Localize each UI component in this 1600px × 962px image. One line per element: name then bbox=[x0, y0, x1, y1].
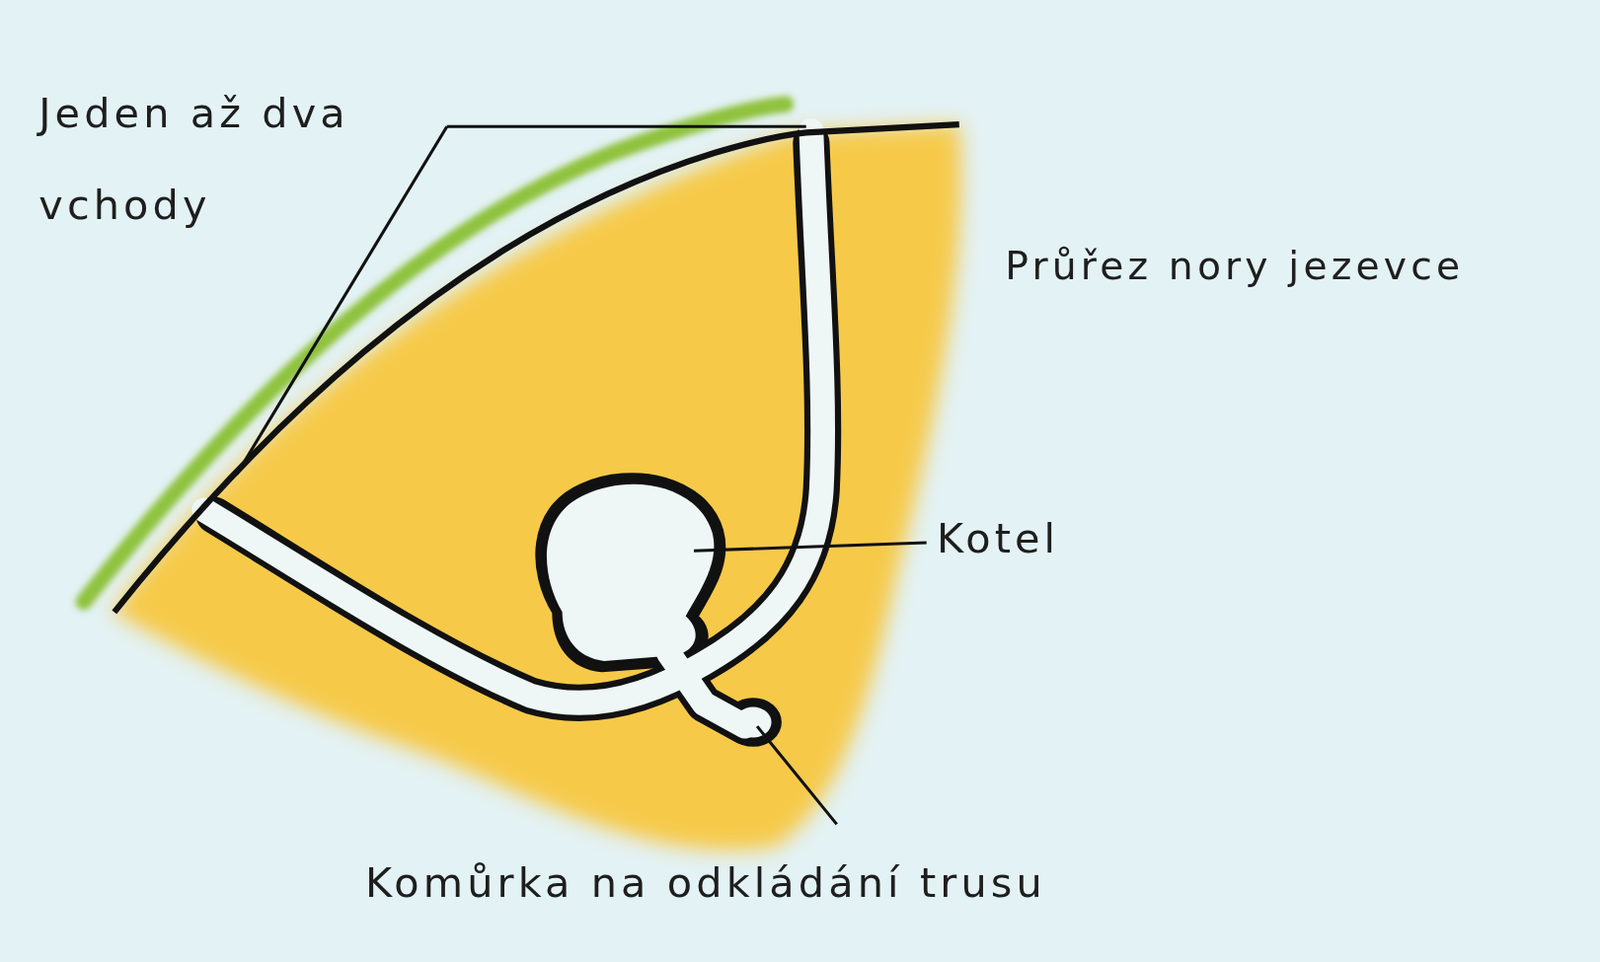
kotel-outline bbox=[538, 476, 722, 669]
chamber-label: Komůrka na odkládání trusu bbox=[365, 859, 1047, 908]
diagram-title: Průřez nory jezevce bbox=[1004, 242, 1464, 291]
grass bbox=[862, 95, 960, 108]
entrance-label: Jeden až dva vchody bbox=[38, 67, 448, 251]
chamber bbox=[734, 706, 771, 738]
kotel bbox=[546, 484, 714, 662]
kotel-label: Kotel bbox=[936, 515, 1060, 563]
surface-line bbox=[114, 124, 960, 612]
tunnel bbox=[204, 130, 824, 727]
leader-line bbox=[236, 126, 927, 825]
soil bbox=[112, 124, 962, 851]
